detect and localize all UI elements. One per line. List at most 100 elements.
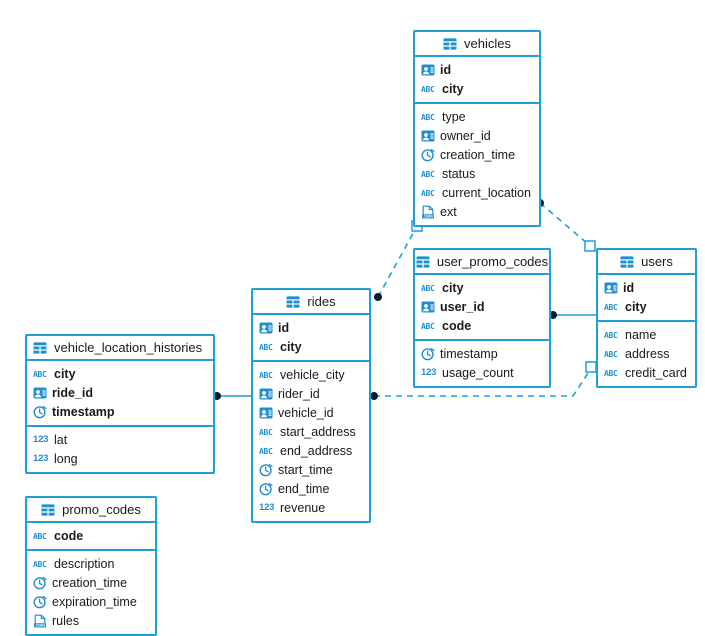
column-name: revenue — [280, 500, 326, 515]
column-name: vehicle_id — [278, 405, 334, 420]
column-name: id — [278, 320, 290, 335]
id-card-icon — [259, 321, 273, 335]
table-name: users — [641, 254, 673, 269]
table-name: promo_codes — [62, 502, 141, 517]
column-name: code — [442, 318, 472, 333]
column-name: usage_count — [442, 365, 514, 380]
column-section: timestamp 123 usage_count — [415, 339, 549, 386]
abc-text-icon: ABC — [604, 302, 618, 312]
id-card-icon — [421, 300, 435, 314]
abc-text-icon: ABC — [421, 321, 435, 331]
table-name: vehicle_location_histories — [54, 340, 203, 355]
column-row: owner_id — [415, 126, 539, 145]
column-row: start_time — [253, 460, 369, 479]
table-header-vehicles[interactable]: vehicles — [415, 32, 539, 57]
column-row: rider_id — [253, 384, 369, 403]
edge-target-square — [585, 361, 597, 373]
column-row: user_id — [415, 297, 549, 316]
table-name: vehicles — [464, 36, 511, 51]
column-row: 123 usage_count — [415, 363, 549, 382]
clock-icon — [259, 482, 273, 496]
json-document-icon: JSON — [33, 614, 47, 628]
table-header-user_promo_codes[interactable]: user_promo_codes — [415, 250, 549, 275]
column-row: expiration_time — [27, 592, 155, 611]
column-row: ABC vehicle_city — [253, 365, 369, 384]
123-number-icon: 123 — [421, 366, 437, 378]
column-row: id — [415, 60, 539, 79]
abc-text-icon: ABC — [33, 559, 47, 569]
column-row: vehicle_id — [253, 403, 369, 422]
column-name: rules — [52, 613, 80, 628]
column-name: current_location — [442, 185, 531, 200]
column-name: creation_time — [440, 147, 516, 162]
clock-icon — [421, 148, 435, 162]
id-card-icon — [604, 281, 618, 295]
column-row: timestamp — [27, 402, 213, 421]
table-grid-icon — [286, 295, 301, 308]
column-name: ext — [440, 204, 457, 219]
column-name: end_time — [278, 481, 330, 496]
column-row: JSON ext — [415, 202, 539, 221]
column-name: lat — [54, 432, 68, 447]
column-name: long — [54, 451, 78, 466]
table-grid-icon — [620, 255, 635, 268]
column-name: user_id — [440, 299, 485, 314]
123-number-icon: 123 — [33, 433, 49, 445]
json-document-icon: JSON — [421, 205, 435, 219]
table-name: user_promo_codes — [436, 254, 549, 269]
column-name: creation_time — [52, 575, 128, 590]
column-row: timestamp — [415, 344, 549, 363]
abc-text-icon: ABC — [33, 531, 47, 541]
table-header-rides[interactable]: rides — [253, 290, 369, 315]
table-header-vehicle_location_histories[interactable]: vehicle_location_histories — [27, 336, 213, 361]
table-header-users[interactable]: users — [598, 250, 695, 275]
column-row: 123 lat — [27, 430, 213, 449]
column-row: ABC code — [415, 316, 549, 335]
edge-source-dot — [374, 293, 382, 301]
abc-text-icon: ABC — [421, 112, 435, 122]
id-card-icon — [421, 63, 435, 77]
column-name: expiration_time — [52, 594, 137, 609]
clock-icon — [33, 576, 47, 590]
abc-text-icon: ABC — [259, 370, 273, 380]
123-number-icon: 123 — [33, 452, 49, 464]
abc-text-icon: ABC — [259, 446, 273, 456]
table-header-promo_codes[interactable]: promo_codes — [27, 498, 155, 523]
table-name: rides — [307, 294, 336, 309]
column-name: vehicle_city — [280, 367, 345, 382]
clock-icon — [259, 463, 273, 477]
column-name: ride_id — [52, 385, 93, 400]
id-card-icon — [259, 387, 273, 401]
clock-icon — [33, 405, 47, 419]
column-name: address — [625, 346, 670, 361]
column-name: owner_id — [440, 128, 491, 143]
column-name: city — [54, 366, 76, 381]
id-card-icon — [421, 129, 435, 143]
table-grid-icon — [33, 341, 48, 354]
123-number-icon: 123 — [259, 501, 275, 513]
abc-text-icon: ABC — [421, 169, 435, 179]
column-row: end_time — [253, 479, 369, 498]
